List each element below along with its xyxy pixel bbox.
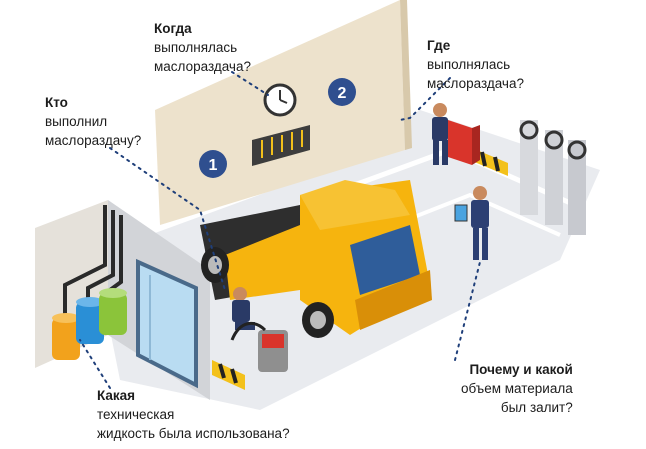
fluid-barrels xyxy=(52,288,127,360)
caption-who: Кто выполнил маслораздачу? xyxy=(45,93,141,150)
caption-who-line: маслораздачу? xyxy=(45,133,142,148)
tool-cabinet xyxy=(448,120,480,165)
caption-where: Где выполнялась маслораздача? xyxy=(427,36,524,93)
caption-why: Почему и какой объем материала был залит… xyxy=(461,360,573,417)
caption-when-line: выполнялась xyxy=(154,40,238,55)
caption-when-line: маслораздача? xyxy=(154,59,251,74)
oil-dispensing-machine xyxy=(230,321,288,372)
safety-barrier xyxy=(212,148,508,390)
wall-number-1: 1 xyxy=(199,150,227,178)
oil-dispensers xyxy=(519,120,587,235)
connector-lines xyxy=(79,71,481,389)
caption-fluid-title: Какая xyxy=(97,388,136,403)
caption-when-title: Когда xyxy=(154,21,192,36)
back-wall-edge xyxy=(400,0,412,150)
caption-where-line: маслораздача? xyxy=(427,76,524,91)
technician-figure xyxy=(432,103,448,165)
caption-fluid-line: техническая xyxy=(97,407,175,422)
caption-where-title: Где xyxy=(427,38,451,53)
tool-board xyxy=(252,125,310,166)
caption-where-line: выполнялась xyxy=(427,57,511,72)
wall-clock-icon xyxy=(263,83,297,117)
svg-text:2: 2 xyxy=(338,85,347,102)
svg-text:1: 1 xyxy=(209,157,218,174)
caption-why-title: Почему и какой xyxy=(469,362,573,377)
caption-why-line: объем материала xyxy=(461,381,573,396)
caption-fluid: Какая техническая жидкость была использо… xyxy=(97,386,290,443)
caption-fluid-line: жидкость была использована? xyxy=(97,426,290,441)
garage-door xyxy=(136,258,198,389)
caption-why-line: был залит? xyxy=(500,400,573,415)
manager-figure xyxy=(454,186,489,260)
truck xyxy=(200,180,432,338)
caption-who-line: выполнил xyxy=(45,114,108,129)
caption-when: Когда выполнялась маслораздача? xyxy=(154,19,251,76)
wall-number-2: 2 xyxy=(328,78,356,106)
caption-who-title: Кто xyxy=(45,95,68,110)
